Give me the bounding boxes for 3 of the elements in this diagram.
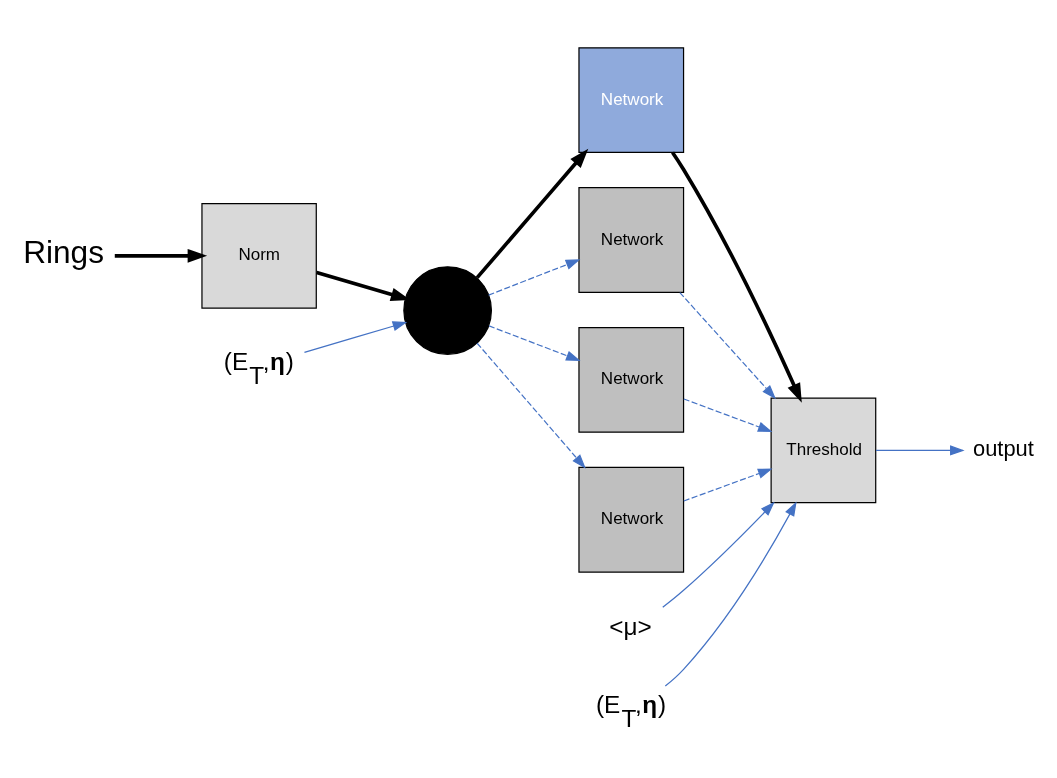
node-text: Rings bbox=[23, 234, 105, 271]
node-text: <μ> bbox=[609, 613, 652, 641]
node-text: output bbox=[973, 435, 1034, 461]
